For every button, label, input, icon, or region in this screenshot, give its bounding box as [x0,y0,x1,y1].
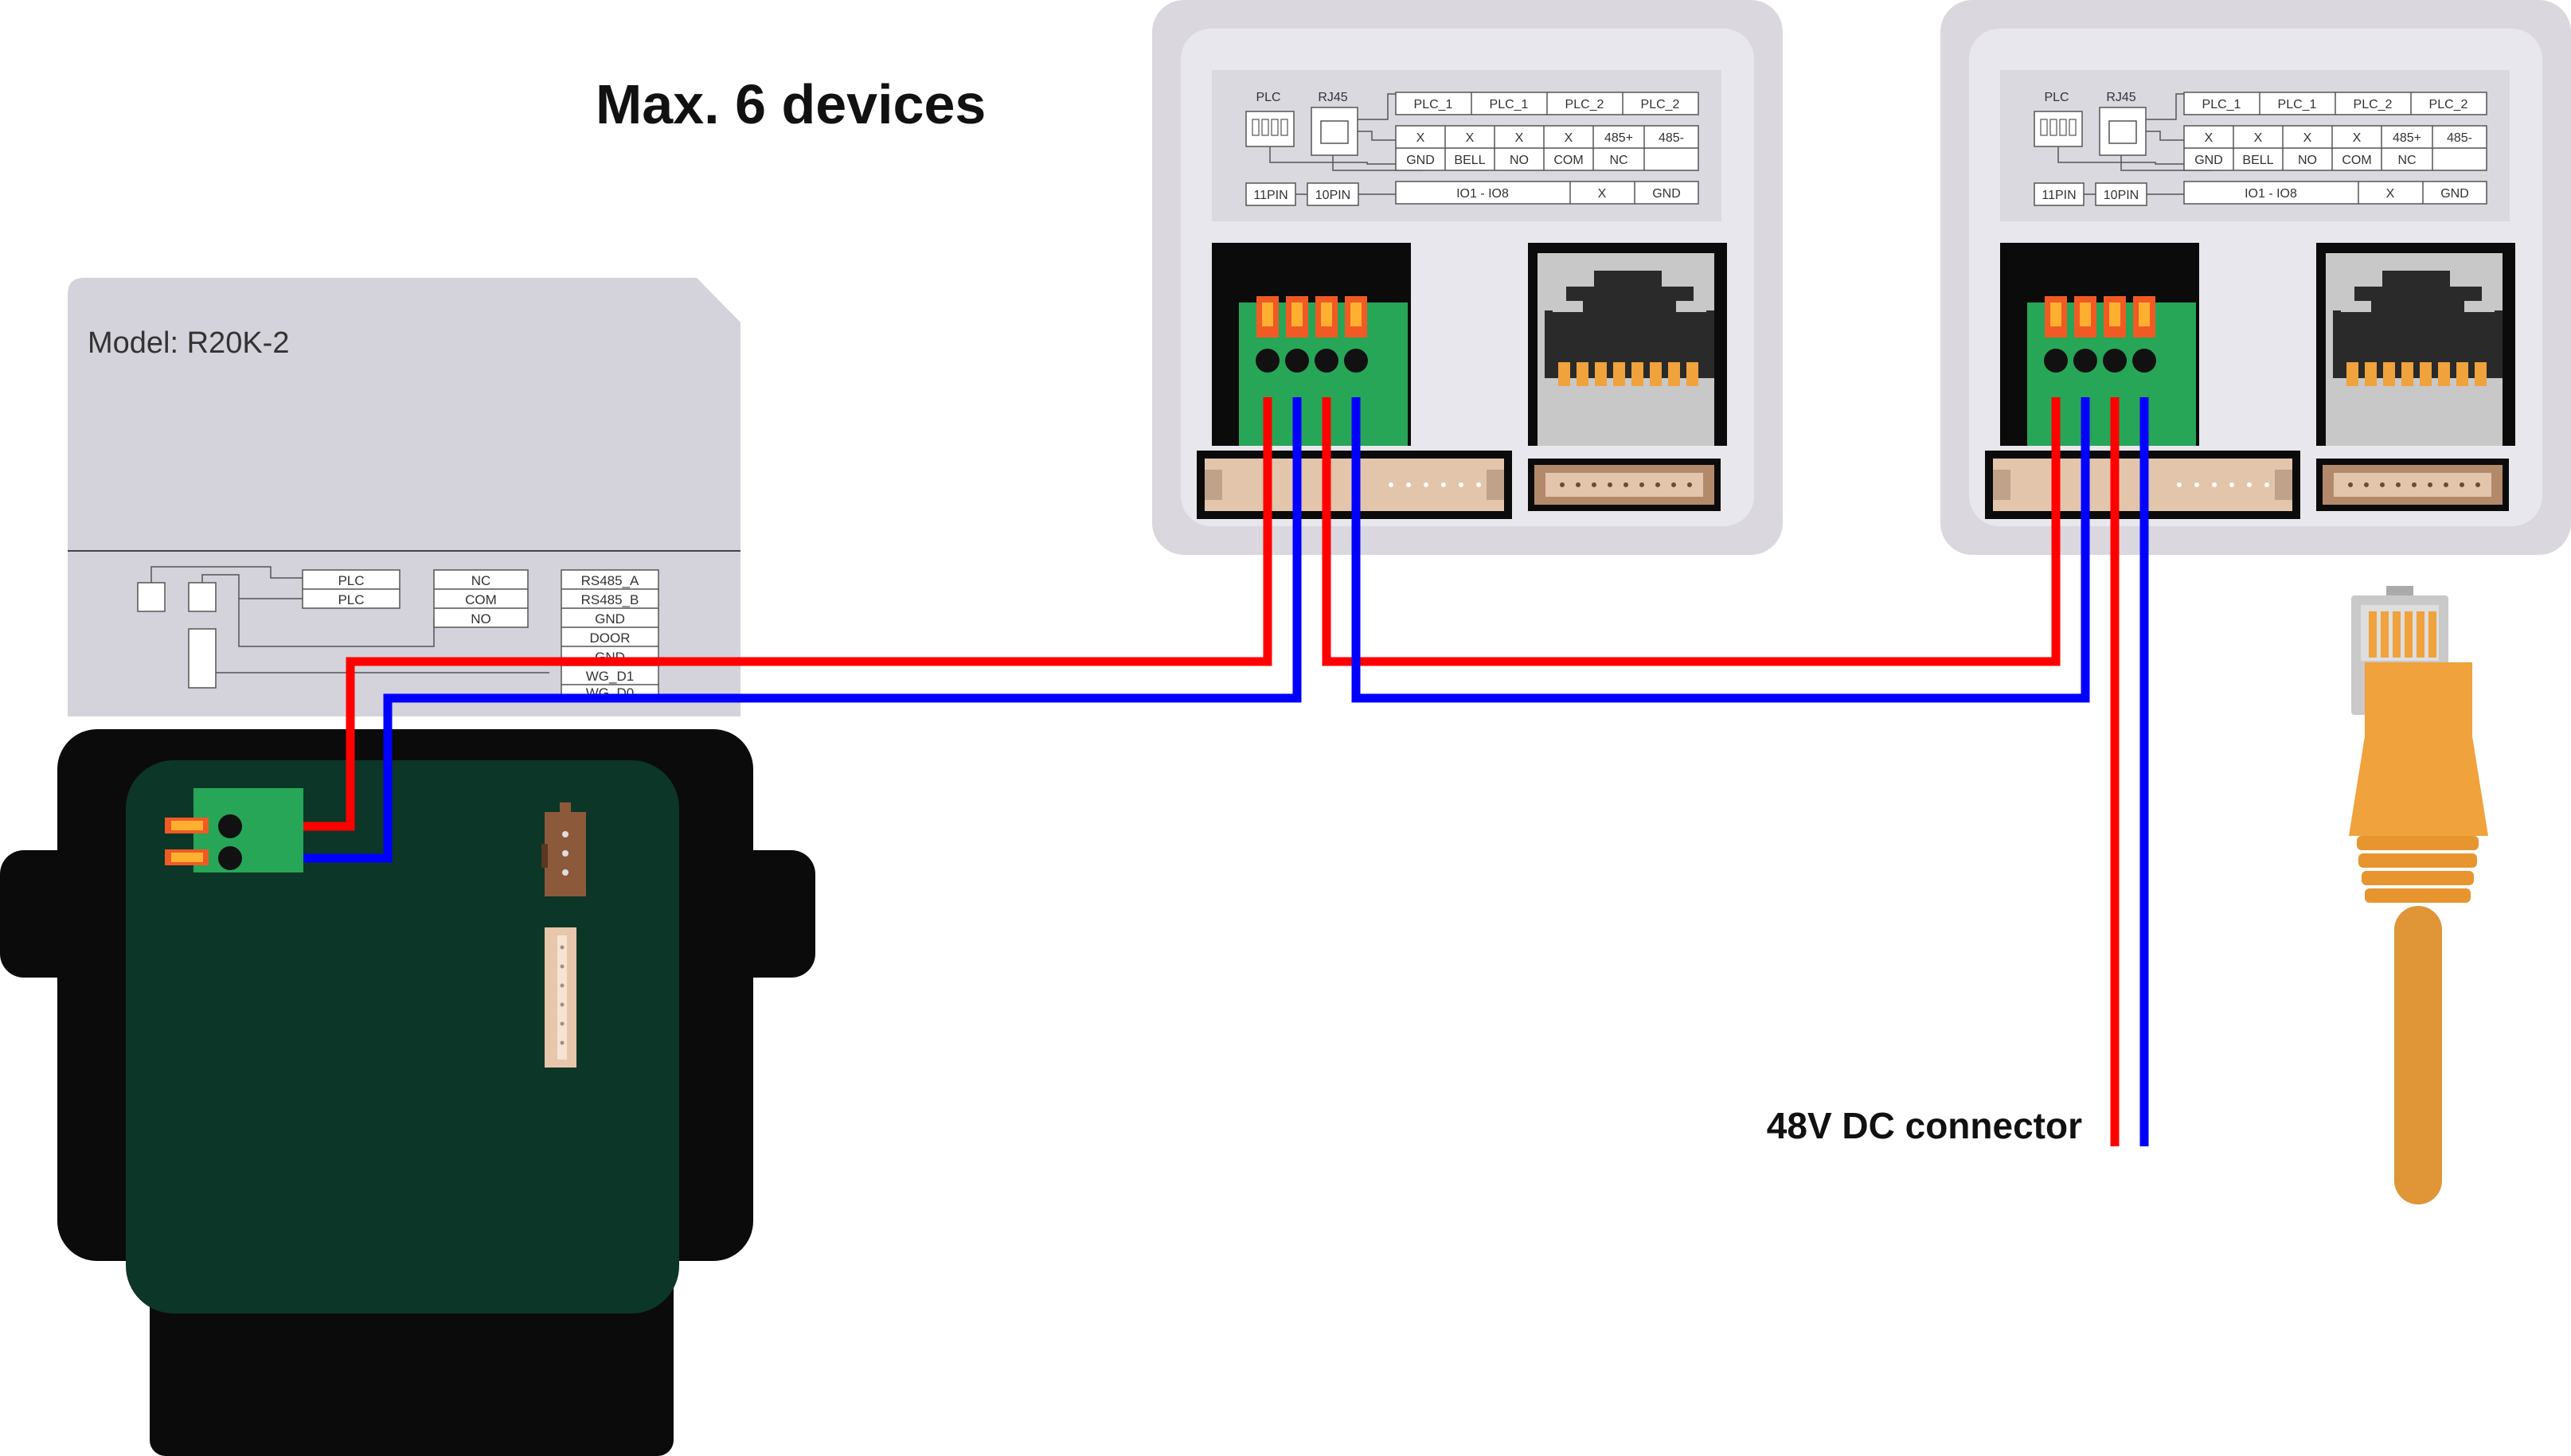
wiring [303,397,2149,1146]
row3-cell-3: COM [1553,154,1583,167]
controller-plc-1: PLC [338,573,364,588]
row3-cell-1: BELL [2242,154,2273,167]
indoor-header-right [2316,459,2509,511]
rj45-cable-plug [2349,586,2488,1204]
row1-cell-3: PLC_2 [2429,98,2468,111]
row1-cell-1: PLC_1 [2278,98,2317,111]
bus-rs485a-label: RS485_A [581,573,639,588]
row3-cell-2: NO [2298,154,2317,167]
indoor-unit-1: PLC RJ45 PLC_1 PLC_1 PLC_2 PLC_2 [1152,0,1783,555]
row2-cell-0: X [2205,131,2213,145]
relay-com-label: COM [465,592,497,607]
controller-terminal-block [165,788,303,872]
controller-schematic: PLC PLC NC COM NO RS485_A RS485_B GND DO… [137,566,659,701]
pin11-label: 11PIN [1253,189,1287,202]
indoor-unit-2: PLC RJ45 PLC_1 PLC_1 PLC_2 PLC_2 [1940,0,2571,555]
row3-cell-0: GND [1406,154,1435,167]
bus-rs485b-label: RS485_B [581,592,639,607]
row2-cell-1: X [1466,131,1475,145]
io-cell-0: IO1 - IO8 [1456,187,1509,201]
plc-label: PLC [2044,91,2069,104]
row1-cell-2: PLC_2 [2354,98,2393,111]
bus-door-label: DOOR [590,630,631,646]
row1-cell-2: PLC_2 [1565,98,1604,111]
row2-cell-5: 485- [2447,131,2472,145]
row3-cell-2: NO [1510,154,1529,167]
row3-cell-0: GND [2194,154,2223,167]
controller-pcb [126,760,679,1314]
rj45-label: RJ45 [1318,91,1347,104]
row2-cell-4: 485+ [2393,131,2421,145]
pin10-label: 10PIN [1315,189,1350,202]
io-cell-2: GND [2440,187,2469,201]
indoor-rj45-jack [2316,243,2515,446]
row2-cell-1: X [2254,131,2263,145]
wire-blue-unit1-unit2 [1351,397,2090,703]
bus-wgd1-label: WG_D1 [586,669,634,684]
wire-blue-controller-unit1 [303,397,1302,863]
indoor-terminal-block [1212,243,1411,446]
indoor-unit-label-plate: PLC RJ45 PLC_1 PLC_1 PLC_2 PLC_2 [2034,91,2487,206]
row3-cell-3: COM [2342,154,2371,167]
row1-cell-0: PLC_1 [2202,98,2241,111]
pin11-label: 11PIN [2042,189,2076,202]
controller-header-3pin [541,802,586,896]
controller-header-long [545,927,576,1068]
model-label: Model: R20K-2 [88,326,289,360]
row2-cell-4: 485+ [1604,131,1633,145]
pin10-label: 10PIN [2104,189,2139,202]
relay-no-label: NO [471,611,491,627]
indoor-header-right [1528,459,1721,511]
io-cell-2: GND [1652,187,1681,201]
rj45-boot [2349,662,2488,836]
plc-label: PLC [1256,91,1280,104]
ethernet-cable [2394,906,2442,1204]
row2-cell-2: X [2303,131,2312,145]
row1-cell-1: PLC_1 [1490,98,1529,111]
wire-red-controller-unit1 [303,397,1272,831]
diagram-heading: Max. 6 devices [596,73,986,135]
controller-housing [0,729,815,1456]
row2-cell-2: X [1515,131,1524,145]
row2-cell-3: X [2353,131,2362,145]
indoor-rj45-jack [1528,243,1727,446]
indoor-terminal-block [2000,243,2199,446]
wire-red-unit1-unit2 [1322,397,2061,666]
controller-plc-2: PLC [338,592,364,607]
row1-cell-3: PLC_2 [1641,98,1680,111]
rj45-label: RJ45 [2106,91,2135,104]
row2-cell-0: X [1416,131,1425,145]
io-cell-0: IO1 - IO8 [2245,187,2297,201]
io-cell-1: X [2386,187,2395,201]
power-connector-label: 48V DC connector [1767,1105,2082,1146]
row1-cell-0: PLC_1 [1414,98,1453,111]
controller-r20k-2: Model: R20K-2 PLC PLC NC COM NO [0,278,815,1456]
bus-gnd-label: GND [595,611,625,627]
relay-nc-label: NC [471,573,491,588]
row3-cell-1: BELL [1454,154,1485,167]
row3-cell-4: NC [1609,154,1627,167]
indoor-unit-label-plate: PLC RJ45 PLC_1 PLC_1 PLC_2 PLC_2 [1245,91,1699,206]
io-cell-1: X [1598,187,1607,201]
row3-cell-4: NC [2397,154,2416,167]
row2-cell-3: X [1565,131,1573,145]
row2-cell-5: 485- [1659,131,1684,145]
